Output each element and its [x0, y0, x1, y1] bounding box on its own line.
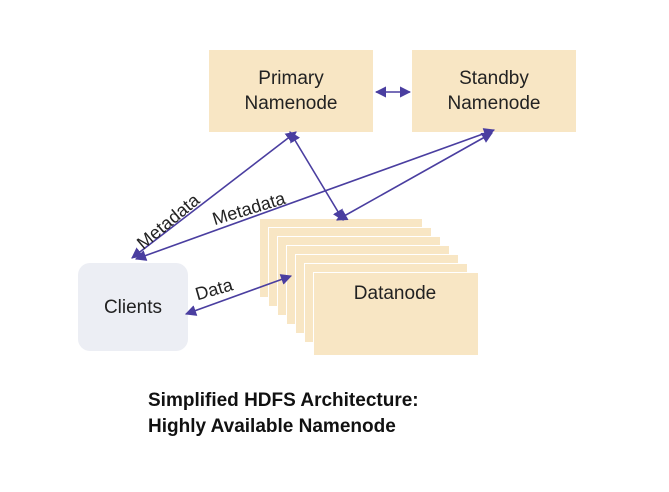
clients-label: Clients [103, 296, 163, 318]
arrow-clients-datanode [184, 274, 293, 316]
datanode-label: Datanode [353, 283, 437, 304]
primary-namenode-label-line1: Primary [258, 68, 324, 89]
arrow-standby-datanode [336, 132, 493, 221]
primary-namenode-label-line2: Namenode [244, 93, 338, 114]
arrow-primary-datanode [289, 131, 344, 221]
clients-box: Clients [78, 263, 188, 351]
caption-line2: Highly Available Namenode [148, 416, 396, 437]
standby-namenode-label-line1: Standby [459, 68, 529, 89]
datanode-stack-front [313, 272, 479, 356]
caption-line1: Simplified HDFS Architecture: [148, 390, 419, 411]
primary-namenode-box: Primary Namenode [209, 50, 373, 132]
diagram-caption: Simplified HDFS Architecture: Highly Ava… [148, 388, 419, 440]
standby-namenode-label-line2: Namenode [447, 93, 541, 114]
standby-namenode-box: Standby Namenode [412, 50, 576, 132]
